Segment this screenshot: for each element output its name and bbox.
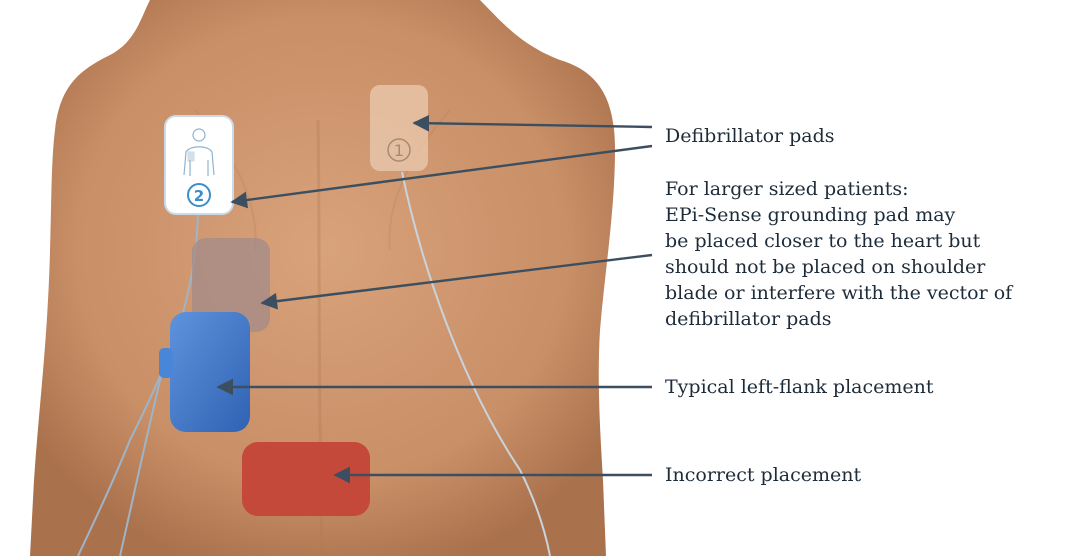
label-larger-patients: For larger sized patients: EPi-Sense gro… [665,176,1012,332]
pad-2-number: 2 [194,187,204,205]
pad-1-number: 1 [394,141,404,160]
label-defibrillator-pads: Defibrillator pads [665,123,835,149]
grounding-pad-typical [170,312,250,432]
incorrect-pad [242,442,370,516]
label-typical-placement: Typical left-flank placement [665,374,934,400]
label-incorrect-placement: Incorrect placement [665,462,861,488]
grounding-pad-connector [159,348,173,378]
